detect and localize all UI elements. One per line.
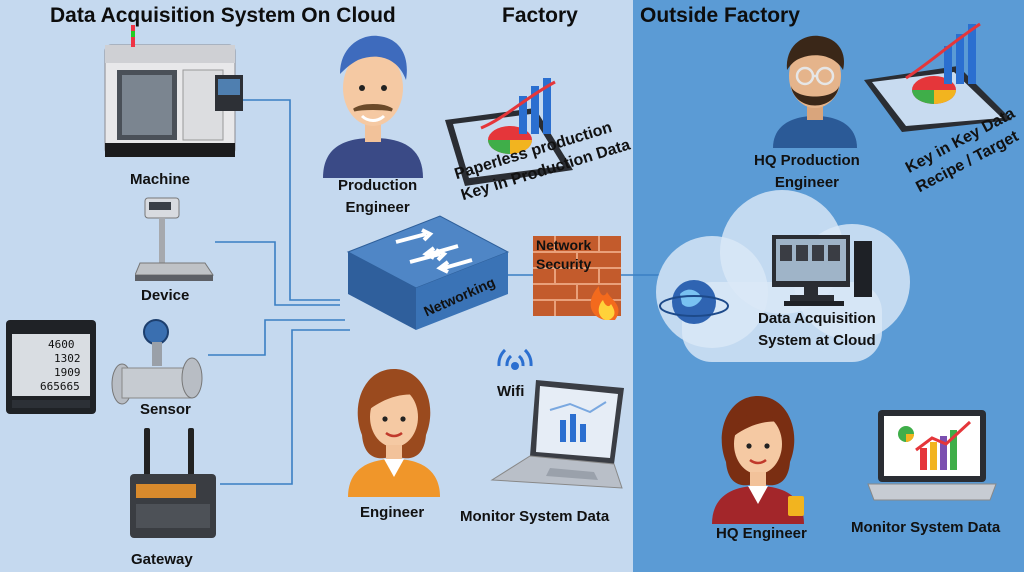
device-label: Device [141, 287, 190, 304]
laptop-outside-icon [866, 408, 998, 508]
outside-factory-title: Outside Factory [640, 4, 800, 27]
engineer-label: Engineer [360, 504, 425, 521]
laptop-factory-icon [490, 376, 630, 501]
meter-reading-2: 1302 [54, 352, 81, 365]
meter-reading-1: 4600 [48, 338, 75, 351]
meter-reading-3: 1909 [54, 366, 81, 379]
hq-engineer-avatar [708, 392, 808, 524]
hq-production-engineer-label: HQ Production Engineer [754, 152, 860, 191]
production-engineer-label: Production Engineer [338, 177, 418, 216]
firewall-icon [533, 236, 628, 322]
gateway-icon [128, 428, 218, 548]
monitor-system-data-factory-label: Monitor System Data [460, 508, 610, 525]
monitor-system-data-outside-label: Monitor System Data [851, 519, 1001, 536]
tablet-chart-icon [425, 78, 575, 188]
wifi-label: Wifi [497, 383, 525, 400]
system-title: Data Acquisition System On Cloud [50, 4, 396, 27]
factory-title: Factory [502, 4, 578, 27]
flow-sensor-icon [108, 318, 208, 410]
scale-device-icon [135, 193, 215, 283]
meter-reading-4: 665665 [40, 380, 80, 393]
production-engineer-avatar [318, 28, 428, 178]
gateway-label: Gateway [131, 551, 193, 568]
sensor-label: Sensor [140, 401, 191, 418]
network-switch-icon [340, 212, 510, 332]
desktop-computer-icon [770, 235, 880, 307]
wifi-icon [495, 340, 535, 376]
hq-production-engineer-avatar [765, 30, 865, 148]
power-meter-icon: 4600 1302 1909 665665 [6, 320, 96, 414]
machine-label: Machine [130, 171, 191, 188]
das-cloud-label: Data Acquisition System at Cloud [758, 310, 876, 349]
network-security-label: Network Security [536, 237, 592, 272]
tablet-chart-outside-icon [862, 20, 1012, 132]
cnc-machine-icon [95, 25, 255, 175]
hq-engineer-label: HQ Engineer [716, 525, 807, 542]
engineer-avatar [344, 365, 444, 497]
